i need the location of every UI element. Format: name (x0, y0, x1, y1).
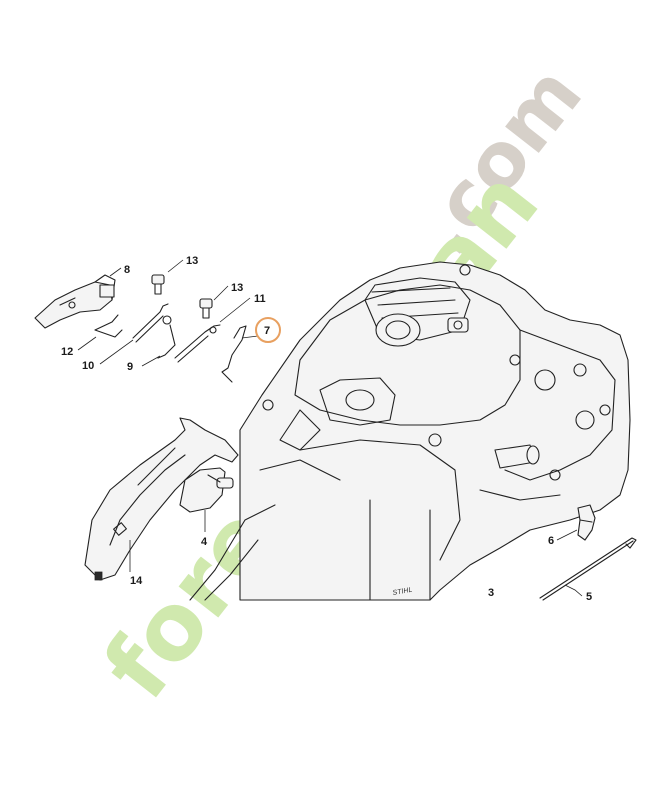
callout-13-mid[interactable]: 13 (231, 282, 243, 294)
part-12-spring[interactable] (94, 314, 123, 338)
part-13-screw-b[interactable] (199, 298, 213, 319)
part-4-switch[interactable] (179, 467, 234, 513)
callouts: 8 13 13 11 7 12 10 9 4 14 6 5 3 (61, 255, 592, 603)
part-7-wire-rod[interactable] (221, 325, 247, 383)
callout-5[interactable]: 5 (586, 591, 592, 603)
callout-6[interactable]: 6 (548, 535, 554, 547)
part-5-rod[interactable] (539, 537, 637, 601)
callout-10[interactable]: 10 (82, 360, 94, 372)
part-6-clip[interactable] (577, 504, 596, 541)
callout-4[interactable]: 4 (201, 536, 208, 548)
part-14-handle-cover[interactable] (84, 417, 239, 581)
callout-11[interactable]: 11 (254, 293, 266, 305)
leader-lines (77, 259, 583, 597)
callout-8[interactable]: 8 (124, 264, 130, 276)
callout-7[interactable]: 7 (264, 325, 270, 337)
callout-13-top[interactable]: 13 (186, 255, 198, 267)
part-9-lever[interactable] (157, 315, 176, 359)
callout-12[interactable]: 12 (61, 346, 73, 358)
callout-14[interactable]: 14 (130, 575, 143, 587)
part-13-screw-a[interactable] (151, 274, 165, 295)
engine-housing: STIHL (189, 261, 631, 601)
part-8-throttle-trigger[interactable] (34, 274, 116, 329)
brand-stamp: STIHL (392, 587, 413, 597)
part-11-linkage[interactable] (174, 324, 221, 363)
callout-7-highlight-ring[interactable] (255, 317, 281, 343)
callout-9[interactable]: 9 (127, 361, 133, 373)
part-10-rod[interactable] (132, 303, 169, 343)
callout-3[interactable]: 3 (488, 587, 494, 599)
